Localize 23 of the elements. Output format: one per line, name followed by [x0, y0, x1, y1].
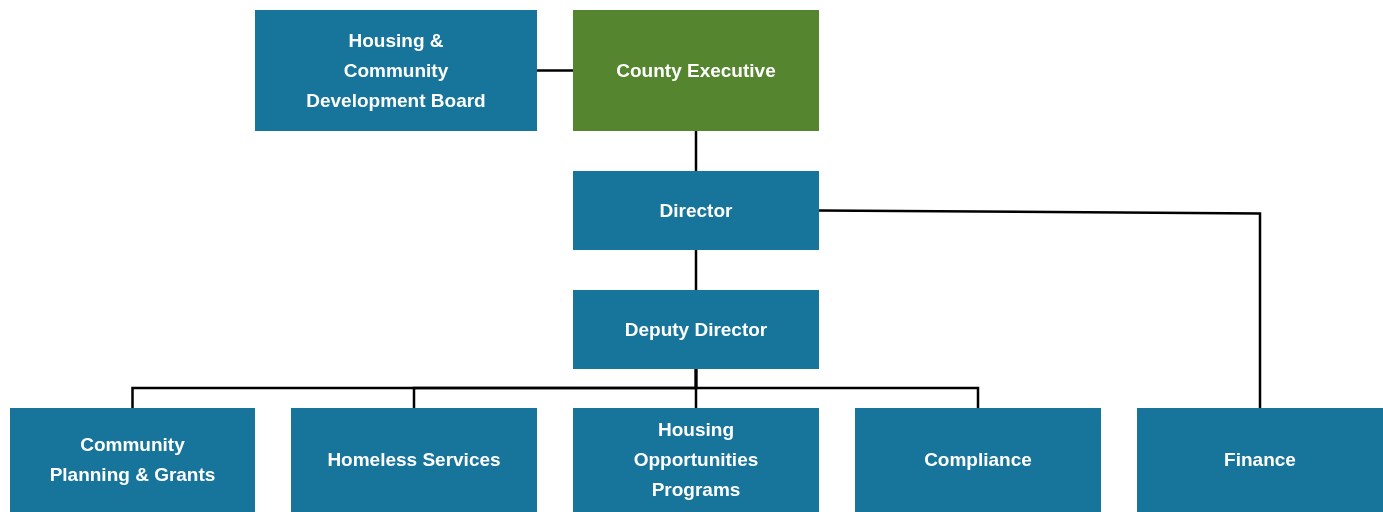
org-box	[855, 408, 1101, 512]
org-box	[573, 408, 819, 512]
connector-line	[694, 250, 698, 290]
org-box	[291, 408, 537, 512]
org-box	[573, 171, 819, 250]
box-label: Homeless Services	[327, 448, 501, 472]
box-label: Finance	[1224, 448, 1296, 472]
org-box	[573, 10, 819, 131]
box-label: Housing Opportunities Programs	[632, 418, 760, 502]
connector-line	[537, 69, 573, 72]
connector-line	[694, 131, 698, 171]
org-box	[255, 10, 537, 131]
box-label: Director	[659, 198, 733, 223]
connector-line	[819, 209, 1262, 408]
box-label: County Executive	[616, 58, 776, 83]
connector-line	[694, 369, 980, 408]
org-box	[1137, 408, 1383, 512]
box-label: Compliance	[924, 448, 1032, 472]
box-label: Housing & Community Development Board	[305, 28, 487, 113]
org-box	[573, 290, 819, 369]
org-box	[10, 408, 255, 512]
box-label: Deputy Director	[624, 317, 768, 342]
box-label: Community Planning & Grants	[48, 433, 217, 487]
